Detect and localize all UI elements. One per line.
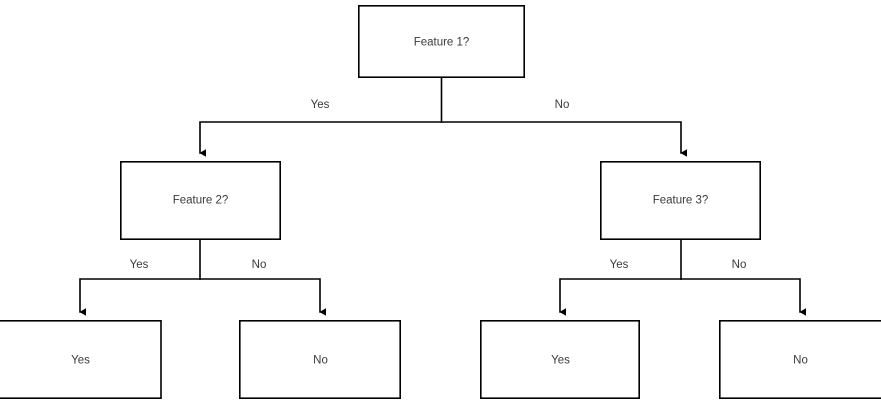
node-leaf-no-1[interactable]: No [239, 319, 401, 399]
edge-feature2-to-leaf2 [199, 278, 327, 316]
edge-label-feature2-no: No [252, 259, 267, 271]
node-leaf-yes-1-label: Yes [71, 355, 90, 367]
node-feature-3[interactable]: Feature 3? [599, 161, 761, 241]
edge-label-feature3-no: No [732, 259, 747, 271]
node-feature-1-box[interactable] [357, 5, 525, 79]
node-feature-2-box[interactable] [120, 161, 281, 241]
node-feature-2-label: Feature 2? [173, 195, 229, 207]
node-leaf-no-2-box[interactable] [718, 319, 881, 399]
edge-group-feature3 [559, 239, 807, 316]
edge-label-feature2-yes: Yes [130, 259, 149, 271]
edge-feature3-to-leaf3 [559, 278, 682, 316]
edge-feature2-to-leaf1 [79, 278, 201, 316]
node-leaf-yes-2-label: Yes [551, 355, 570, 367]
edge-label-root-no: No [555, 99, 570, 111]
node-leaf-yes-1[interactable]: Yes [0, 319, 162, 399]
node-feature-2[interactable]: Feature 2? [120, 161, 281, 241]
node-feature-1[interactable]: Feature 1? [357, 5, 525, 79]
node-leaf-no-2[interactable]: No [718, 319, 881, 399]
node-leaf-yes-1-box[interactable] [0, 319, 162, 399]
node-leaf-no-1-box[interactable] [239, 319, 401, 399]
node-feature-3-box[interactable] [599, 161, 761, 241]
node-leaf-no-1-label: No [313, 355, 328, 367]
edge-label-root-yes: Yes [311, 99, 330, 111]
edge-root-to-feature3 [440, 121, 688, 157]
node-leaf-yes-2-box[interactable] [479, 319, 640, 399]
edge-root-to-feature2 [199, 121, 443, 157]
node-feature-3-label: Feature 3? [653, 195, 709, 207]
edge-label-feature3-yes: Yes [610, 259, 629, 271]
edge-group-feature2 [79, 239, 327, 316]
node-leaf-yes-2[interactable]: Yes [479, 319, 640, 399]
node-feature-1-label: Feature 1? [414, 37, 470, 49]
edge-group-root [199, 77, 688, 157]
node-leaf-no-2-label: No [793, 355, 808, 367]
edge-feature3-to-leaf4 [680, 278, 807, 316]
